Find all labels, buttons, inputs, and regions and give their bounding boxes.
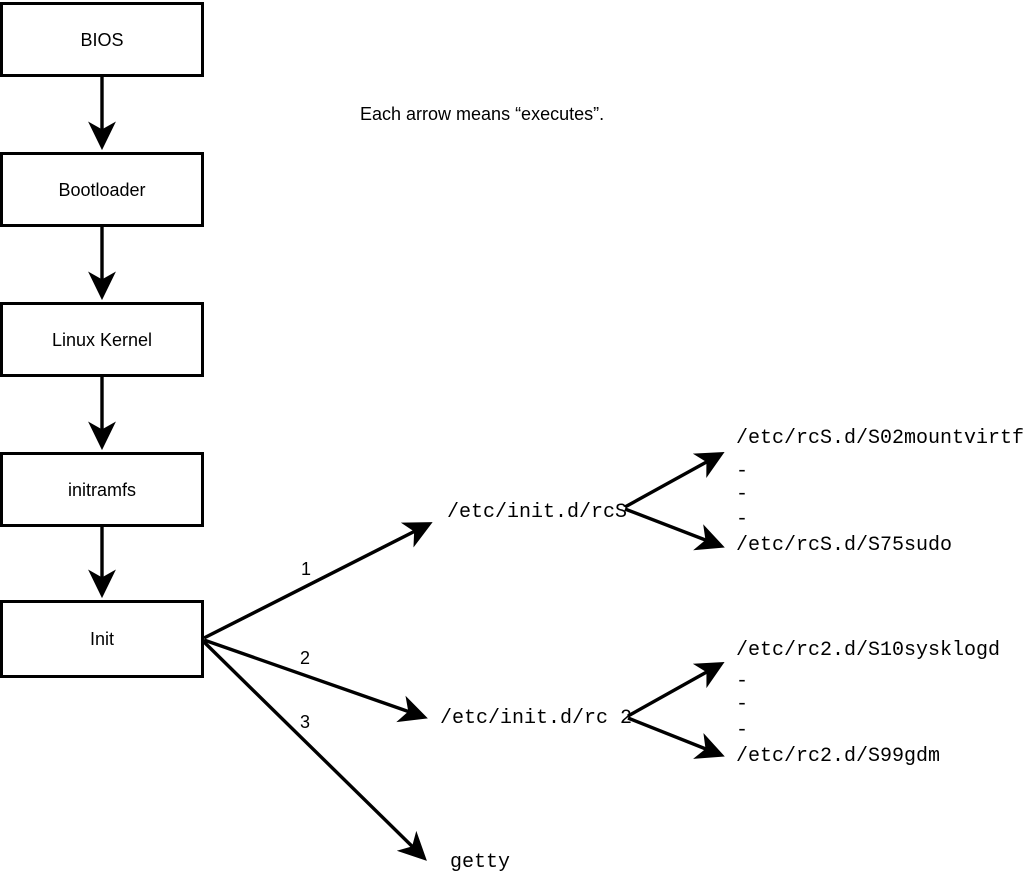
node-linux-kernel-label: Linux Kernel xyxy=(51,329,153,350)
diagram-caption: Each arrow means “executes”. xyxy=(360,104,605,124)
edge-init-to-rc2 xyxy=(203,638,428,723)
script-rc2-ellipsis-dash-1: - xyxy=(736,670,749,693)
script-rc2-first: /etc/rc2.d/S10sysklogd xyxy=(736,639,1001,662)
script-rcs-last: /etc/rcS.d/S75sudo xyxy=(736,534,953,557)
script-rcs-ellipsis-dash-2: - xyxy=(736,483,749,506)
script-rc2-ellipsis-dash-3: - xyxy=(736,719,749,742)
node-etc-init-d-rc-2: /etc/init.d/rc 2 xyxy=(440,707,633,730)
node-initramfs: initramfs xyxy=(0,452,204,527)
script-rcs-ellipsis-dash-3: - xyxy=(736,508,749,531)
edge-number-2: 2 xyxy=(300,648,311,668)
edge-rc2-to-first-script xyxy=(627,662,725,718)
node-bios: BIOS xyxy=(0,2,204,77)
script-rcs-first: /etc/rcS.d/S02mountvirtfs xyxy=(736,427,1024,450)
edge-init-to-getty xyxy=(202,640,427,861)
script-rcs-ellipsis-dash-1: - xyxy=(736,460,749,483)
edge-init-to-rcs xyxy=(203,522,433,640)
edge-number-1: 1 xyxy=(301,559,312,579)
edge-rc2-to-last-script xyxy=(627,716,725,759)
node-bootloader-label: Bootloader xyxy=(58,179,146,200)
node-init-label: Init xyxy=(89,629,114,649)
edge-rcs-to-last-script xyxy=(624,507,725,551)
script-rc2-ellipsis-dash-2: - xyxy=(736,693,749,716)
node-etc-init-d-rcs: /etc/init.d/rcS xyxy=(447,501,628,524)
script-rc2-last: /etc/rc2.d/S99gdm xyxy=(736,745,941,768)
node-init: Init xyxy=(0,600,204,678)
edge-number-3: 3 xyxy=(300,712,311,732)
node-linux-kernel: Linux Kernel xyxy=(0,302,204,377)
node-getty: getty xyxy=(450,851,511,874)
node-bios-label: BIOS xyxy=(80,29,124,50)
edge-rcs-to-first-script xyxy=(624,452,725,509)
node-initramfs-label: initramfs xyxy=(67,479,136,500)
node-bootloader: Bootloader xyxy=(0,152,204,227)
